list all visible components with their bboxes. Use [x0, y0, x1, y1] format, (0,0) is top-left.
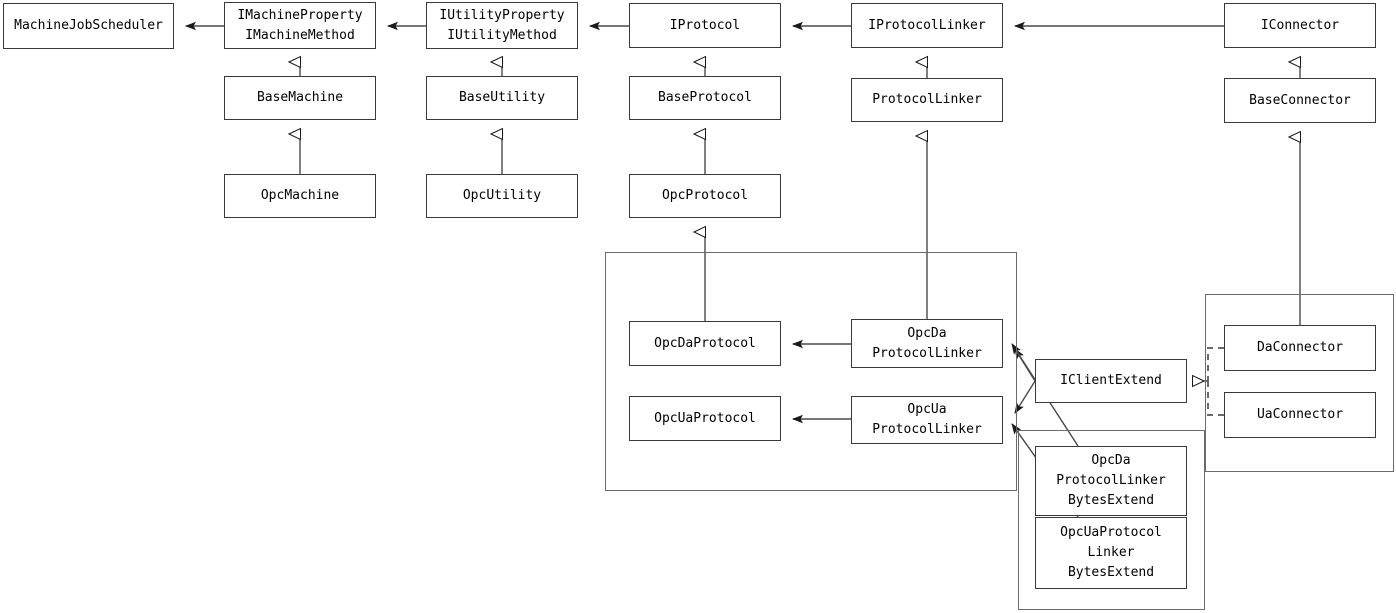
- class-node-opc-ua-protocol-linker[interactable]: OpcUa ProtocolLinker: [851, 396, 1003, 444]
- class-node-opc-ua-protocol[interactable]: OpcUaProtocol: [629, 396, 781, 441]
- class-node-opc-da-protocol-linker-bytes-extend[interactable]: OpcDa ProtocolLinker BytesExtend: [1035, 446, 1187, 516]
- class-node-opc-machine[interactable]: OpcMachine: [224, 174, 376, 218]
- class-node-da-connector[interactable]: DaConnector: [1224, 325, 1376, 371]
- class-node-opc-da-protocol-linker[interactable]: OpcDa ProtocolLinker: [851, 319, 1003, 368]
- class-node-protocol-linker[interactable]: ProtocolLinker: [851, 78, 1003, 122]
- class-node-iconnector[interactable]: IConnector: [1224, 3, 1376, 48]
- class-node-base-protocol[interactable]: BaseProtocol: [629, 76, 781, 120]
- class-node-opc-da-protocol[interactable]: OpcDaProtocol: [629, 321, 781, 366]
- class-node-iclient-extend[interactable]: IClientExtend: [1035, 359, 1187, 403]
- class-node-ua-connector[interactable]: UaConnector: [1224, 392, 1376, 438]
- class-node-iprotocol[interactable]: IProtocol: [629, 3, 781, 48]
- class-node-iutility-property-method[interactable]: IUtilityProperty IUtilityMethod: [426, 2, 578, 49]
- group-protocol-container: [605, 252, 1017, 491]
- group-extend-container: [1018, 430, 1205, 610]
- class-node-iprotocol-linker[interactable]: IProtocolLinker: [851, 3, 1003, 48]
- class-node-opc-utility[interactable]: OpcUtility: [426, 174, 578, 218]
- class-node-opc-protocol[interactable]: OpcProtocol: [629, 174, 781, 218]
- class-node-base-connector[interactable]: BaseConnector: [1224, 78, 1376, 123]
- group-connector-container: [1205, 294, 1394, 472]
- class-node-machine-job-scheduler[interactable]: MachineJobScheduler: [3, 3, 174, 49]
- class-node-opc-ua-protocol-linker-bytes-extend[interactable]: OpcUaProtocol Linker BytesExtend: [1035, 517, 1187, 589]
- class-node-base-machine[interactable]: BaseMachine: [224, 76, 376, 120]
- class-node-base-utility[interactable]: BaseUtility: [426, 76, 578, 120]
- class-node-imachine-property-method[interactable]: IMachineProperty IMachineMethod: [224, 2, 376, 49]
